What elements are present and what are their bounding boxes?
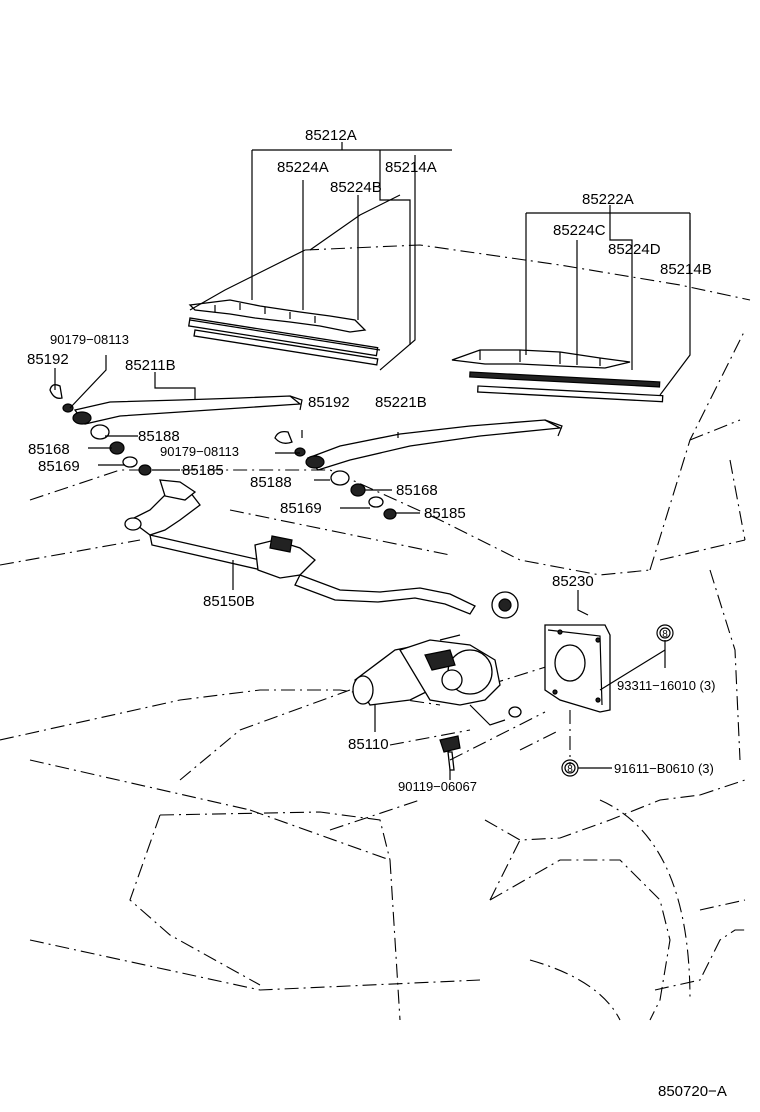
label-85188-b: 85188 (250, 474, 292, 491)
label-85192-a: 85192 (27, 351, 69, 368)
label-85185-b: 85185 (424, 505, 466, 522)
label-90179-08113-b: 90179−08113 (160, 444, 239, 459)
diagram-id: 850720−A (658, 1083, 727, 1100)
label-85214B: 85214B (660, 261, 712, 278)
label-85110: 85110 (348, 736, 389, 753)
label-90179-08113-a: 90179−08113 (50, 332, 129, 347)
label-85169-a: 85169 (38, 458, 80, 475)
motor-bracket (449, 624, 666, 765)
part-labels: 85212A 85224A 85214A 85224B 85222A 85224… (27, 127, 727, 1100)
label-85224D: 85224D (608, 241, 661, 258)
label-85168-a: 85168 (28, 441, 70, 458)
label-85185-a: 85185 (182, 462, 224, 479)
marker-label-b: 8 (567, 764, 573, 775)
right-blade-assembly (451, 220, 691, 403)
right-wiper-arm (274, 419, 563, 520)
label-85169-b: 85169 (280, 500, 322, 517)
label-85188-a: 85188 (138, 428, 180, 445)
car-body-outline (0, 244, 751, 1021)
bolt-90119 (439, 735, 461, 780)
label-85211B: 85211B (125, 357, 176, 374)
label-85192-b: 85192 (308, 394, 350, 411)
label-85224B: 85224B (330, 179, 382, 196)
label-91611-B0610: 91611−B0610 (3) (614, 761, 714, 776)
label-85230: 85230 (552, 573, 594, 590)
label-85221B: 85221B (375, 394, 427, 411)
marker-label-a: 8 (662, 629, 668, 640)
label-85214A: 85214A (385, 159, 437, 176)
label-85168-b: 85168 (396, 482, 438, 499)
label-85224C: 85224C (553, 222, 606, 239)
left-wiper-arm (49, 384, 303, 476)
wiper-motor (352, 634, 522, 732)
label-85224A: 85224A (277, 159, 329, 176)
wiper-linkage (124, 479, 519, 619)
label-85222A: 85222A (582, 191, 634, 208)
marker-circle-b: 8 (561, 759, 579, 777)
label-90119-06067: 90119−06067 (398, 779, 477, 794)
label-85212A: 85212A (305, 127, 357, 144)
marker-circle-a: 8 (656, 624, 674, 642)
label-93311-16010: 93311−16010 (3) (617, 678, 715, 693)
label-85150B: 85150B (203, 593, 255, 610)
leader-lines (54, 142, 691, 769)
left-blade-assembly (188, 155, 416, 371)
